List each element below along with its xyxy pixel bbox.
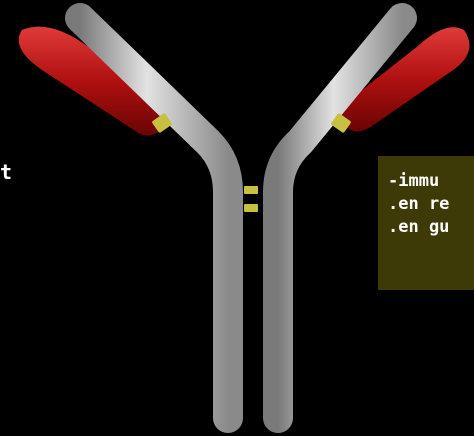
left-text-fragment: t [0, 160, 12, 184]
label-line-1: -immu [388, 170, 474, 193]
label-box: -immu .en re .en gu [378, 156, 474, 290]
label-line-3: .en gu [388, 216, 474, 239]
disulfide-bond-hinge-upper [244, 186, 258, 194]
disulfide-bond-hinge-lower [244, 204, 258, 212]
label-line-2: .en re [388, 193, 474, 216]
